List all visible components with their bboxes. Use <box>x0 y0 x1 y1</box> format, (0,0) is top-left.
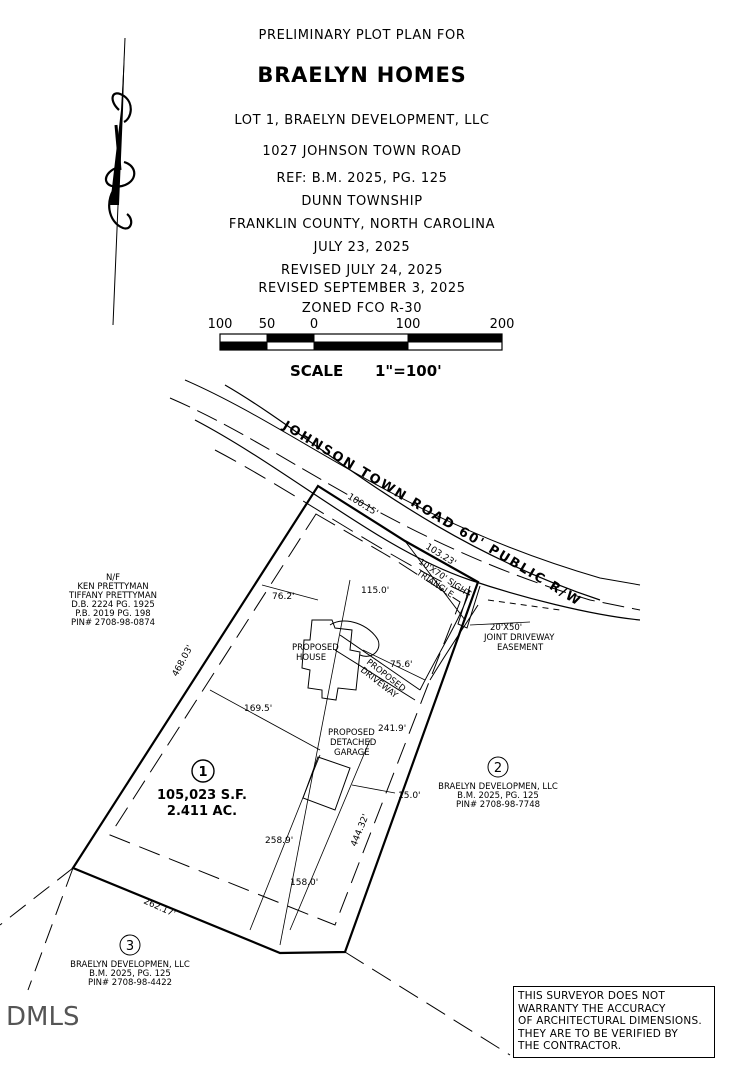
adjoiner-left-line-3: TIFFANY PRETTYMAN <box>68 591 157 601</box>
lot-2-line-3: PIN# 2708-98-7748 <box>456 800 540 810</box>
lot-1-area-sf: 105,023 S.F. <box>157 788 247 803</box>
header-date: JULY 23, 2025 <box>313 240 411 255</box>
adjoiner-left-line-5: P.B. 2019 PG. 198 <box>75 609 150 619</box>
adjoiner-left: N/F KEN PRETTYMAN TIFFANY PRETTYMAN D.B.… <box>68 573 157 628</box>
header-county: FRANKLIN COUNTY, NORTH CAROLINA <box>229 217 495 232</box>
garage-label-2: DETACHED <box>330 738 377 748</box>
title-block: PRELIMINARY PLOT PLAN FOR BRAELYN HOMES … <box>229 28 495 316</box>
scale-tick-5: 200 <box>490 317 515 332</box>
dim-setback-left: 76.2' <box>272 592 295 602</box>
dim-house-right: 241.9' <box>378 724 406 734</box>
lot-1-area-ac: 2.411 AC. <box>167 804 237 819</box>
header-ref: REF: B.M. 2025, PG. 125 <box>277 171 448 186</box>
adjoiner-left-line-4: D.B. 2224 PG. 1925 <box>71 600 155 610</box>
lot-3-line-1: BRAELYN DEVELOPMEN, LLC <box>70 960 190 970</box>
road-right-of-way: JOHNSON TOWN ROAD 60' PUBLIC R/W <box>169 379 641 621</box>
dim-left-side: 468.03' <box>171 644 196 679</box>
garage-label-3: GARAGE <box>334 748 370 758</box>
header-township: DUNN TOWNSHIP <box>301 194 422 209</box>
dim-garage-rear: 258.9' <box>265 836 293 846</box>
lot-3-line-3: PIN# 2708-98-4422 <box>88 978 172 988</box>
header-revised-2: REVISED SEPTEMBER 3, 2025 <box>258 281 465 296</box>
scale-tick-4: 100 <box>396 317 421 332</box>
adjoiner-left-line-2: KEN PRETTYMAN <box>77 582 148 592</box>
header-line-1: PRELIMINARY PLOT PLAN FOR <box>259 28 466 43</box>
header-lot: LOT 1, BRAELYN DEVELOPMENT, LLC <box>234 113 489 128</box>
disclaimer-line-2: WARRANTY THE ACCURACY <box>518 1002 666 1015</box>
disclaimer-line-5: THE CONTRACTOR. <box>518 1040 622 1052</box>
scale-tick-3: 0 <box>310 317 318 332</box>
disclaimer-line-1: THIS SURVEYOR DOES NOT <box>518 990 665 1002</box>
header-address: 1027 JOHNSON TOWN ROAD <box>262 144 461 159</box>
disclaimer-box: THIS SURVEYOR DOES NOT WARRANTY THE ACCU… <box>513 986 715 1058</box>
driveway-easement: 20'X50' JOINT DRIVEWAY EASEMENT <box>457 585 561 653</box>
dim-right-rear: 158.0' <box>290 878 318 888</box>
lot-1-number: 1 <box>198 765 207 780</box>
dim-right-side: 444.32' <box>350 813 372 848</box>
easement-label-3: EASEMENT <box>497 643 544 653</box>
lot-3-number: 3 <box>126 939 134 954</box>
header-zoning: ZONED FCO R-30 <box>302 301 422 316</box>
scale-tick-2: 50 <box>259 317 276 332</box>
dim-side-setback: 15.0' <box>398 791 421 801</box>
adjoiner-left-line-1: N/F <box>106 573 120 583</box>
lot-1-label: 1 105,023 S.F. 2.411 AC. <box>157 759 247 819</box>
dim-rear: 262.17' <box>142 897 177 920</box>
lot-2-number: 2 <box>494 761 502 776</box>
scale-value: 1"=100' <box>375 362 442 380</box>
dimension-labels: 100.15' 103.23' 468.03' 444.32' 262.17' … <box>142 492 458 919</box>
header-revised-1: REVISED JULY 24, 2025 <box>281 263 443 278</box>
easement-label-2: JOINT DRIVEWAY <box>483 633 555 643</box>
header-title: BRAELYN HOMES <box>257 63 466 87</box>
scale-label: SCALE <box>290 362 343 380</box>
scale-bar: 100 50 0 100 200 SCALE 1"=100' <box>208 317 515 380</box>
sight-triangle: 10'X70' SIGHT TRIANGLE <box>404 540 479 691</box>
dim-house-side: 75.6' <box>390 660 413 670</box>
dimension-lines <box>209 579 426 946</box>
lot-2-line-1: BRAELYN DEVELOPMEN, LLC <box>438 782 558 792</box>
disclaimer-line-4: THEY ARE TO BE VERIFIED BY <box>518 1027 678 1040</box>
house-label-1: PROPOSED <box>292 643 339 653</box>
adjoiner-lot-3: 3 BRAELYN DEVELOPMEN, LLC B.M. 2025, PG.… <box>70 934 190 988</box>
scale-tick-1: 100 <box>208 317 233 332</box>
north-arrow-icon <box>105 37 136 326</box>
lot-3-line-2: B.M. 2025, PG. 125 <box>89 969 171 979</box>
garage-label-1: PROPOSED <box>328 728 375 738</box>
watermark-logo: DMLS <box>6 1002 80 1032</box>
adjoiner-left-line-6: PIN# 2708-98-0874 <box>71 618 155 628</box>
dim-setback-front: 115.0' <box>361 586 389 596</box>
disclaimer-line-3: OF ARCHITECTURAL DIMENSIONS. <box>518 1015 702 1027</box>
lot-2-line-2: B.M. 2025, PG. 125 <box>457 791 539 801</box>
adjoiner-lot-2: 2 BRAELYN DEVELOPMEN, LLC B.M. 2025, PG.… <box>438 756 558 810</box>
easement-label-1: 20'X50' <box>490 623 522 633</box>
house-label-2: HOUSE <box>296 653 326 663</box>
dim-lot-width: 169.5' <box>244 704 272 714</box>
